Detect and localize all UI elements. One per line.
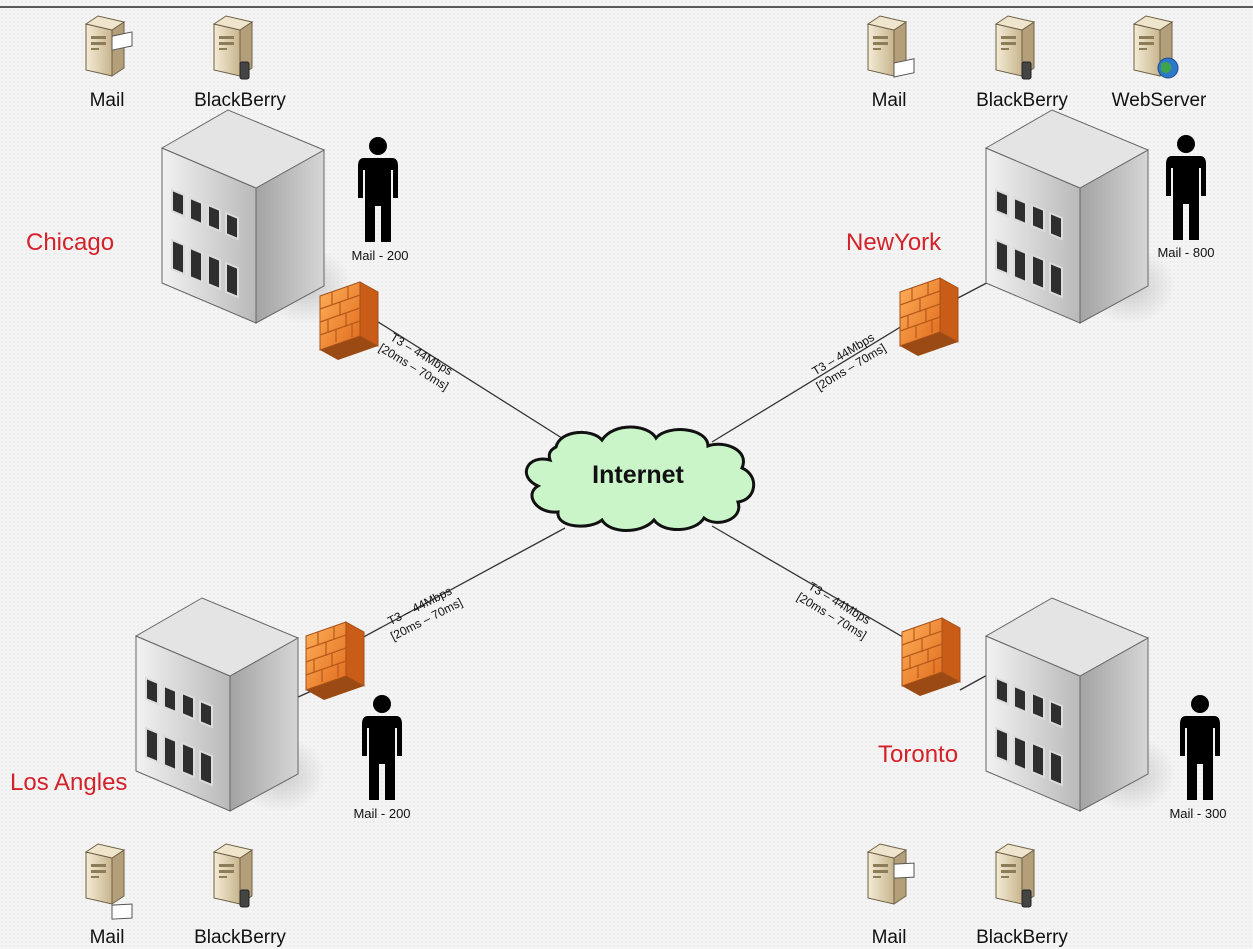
mail-envelope-icon [893,58,915,78]
building-newyork-icon [985,109,1176,325]
server-label-webserver: WebServer [1111,90,1207,111]
server-label-mail: Mail [89,90,125,111]
user-count-chicago: Mail - 200 [351,248,409,263]
server-label-blackberry: BlackBerry [976,927,1068,948]
user-losangeles-icon [362,695,402,800]
user-toronto-icon [1180,695,1220,800]
server-label-mail: Mail [871,90,907,111]
link-line-newyork [711,319,913,443]
building-chicago-icon [161,109,352,325]
user-count-toronto: Mail - 300 [1169,806,1227,821]
server-label-blackberry: BlackBerry [194,927,286,948]
server-label-mail: Mail [89,927,125,948]
firewall-losangeles-icon [305,621,365,701]
link-line-losangeles [357,527,566,641]
link-line-toronto [711,525,909,641]
top-border [0,6,1253,8]
firewall-toronto-icon [901,617,961,697]
building-toronto-icon [985,597,1176,813]
mail-envelope-icon [111,31,133,51]
user-chicago-icon [358,137,398,242]
firewall-chicago-icon [319,281,379,361]
mail-server-icon [85,843,125,905]
city-label-losangeles: Los Angles [10,769,128,796]
server-label-blackberry: BlackBerry [194,90,286,111]
city-label-toronto: Toronto [878,741,959,768]
mail-envelope-icon [893,862,915,879]
user-newyork-icon [1166,135,1206,240]
city-label-newyork: NewYork [846,229,942,256]
internet-label: Internet [592,461,684,489]
user-count-newyork: Mail - 800 [1157,245,1215,260]
blackberry-device-icon [239,61,250,80]
server-label-blackberry: BlackBerry [976,90,1068,111]
blackberry-device-icon [1021,61,1032,80]
firewall-newyork-icon [899,277,959,357]
blackberry-device-icon [239,889,250,908]
city-label-chicago: Chicago [26,229,115,256]
server-label-mail: Mail [871,927,907,948]
blackberry-device-icon [1021,889,1032,908]
link-line-chicago [374,319,566,441]
user-count-losangeles: Mail - 200 [353,806,411,821]
building-losangeles-icon [135,597,326,813]
internet-cloud-icon [524,425,755,532]
mail-envelope-icon [111,903,133,920]
